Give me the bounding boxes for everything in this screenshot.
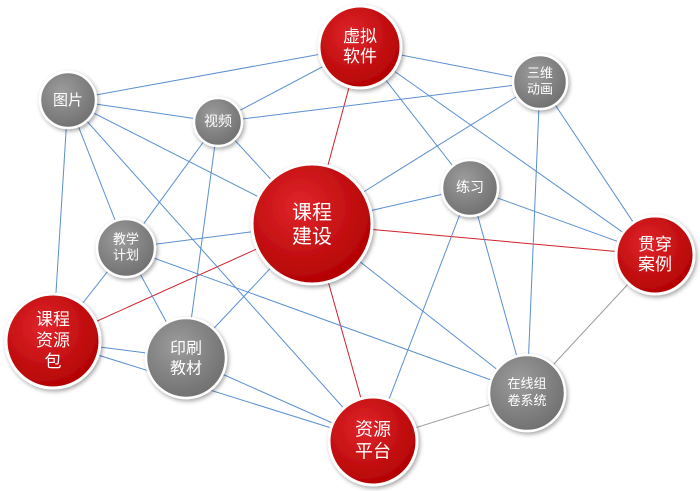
node-course-resource-package-circle: [4, 292, 102, 390]
node-teaching-plan-circle: [95, 217, 157, 279]
node-3d-animation-label: 三维: [527, 67, 553, 82]
edge-image-virtual: [67, 46, 361, 101]
node-course-construction-circle: [250, 162, 374, 286]
node-printed-textbook-label: 教材: [170, 359, 202, 378]
node-course-construction-label: 课程: [292, 200, 332, 224]
edge-virtual-cases: [359, 46, 656, 256]
node-exercise-circle: [440, 158, 500, 218]
node-online-exam-system-label: 在线组: [507, 377, 546, 392]
node-video-label: 视频: [204, 114, 232, 130]
node-course-resource-package-label: 包: [45, 352, 62, 372]
node-3d-animation-circle: [511, 53, 569, 111]
edge-package-platform: [52, 340, 374, 442]
node-video: 视频: [192, 96, 244, 148]
node-resource-platform-circle: [327, 395, 419, 487]
node-image: 图片: [38, 70, 98, 130]
node-through-cases-label: 案例: [638, 255, 672, 275]
node-virtual-software-circle: [317, 4, 403, 90]
node-teaching-plan-label: 教学: [113, 232, 139, 248]
node-video-circle: [192, 96, 244, 148]
node-through-cases-circle: [614, 214, 696, 296]
node-image-circle: [38, 70, 98, 130]
node-printed-textbook-label: 印刷: [170, 339, 202, 358]
node-exercise: 练习: [440, 158, 500, 218]
node-online-exam-system-circle: [487, 353, 567, 433]
node-3d-animation-label: 动画: [527, 83, 553, 98]
node-course-construction-label: 建设: [292, 224, 332, 248]
node-course-resource-package-label: 资源: [36, 331, 70, 351]
edge-plan-exam: [125, 247, 528, 394]
concept-nodes: 课程建设虚拟软件贯穿案例资源平台课程资源包图片视频三维动画练习教学计划印刷教材在…: [4, 4, 696, 487]
node-online-exam-system-label: 卷系统: [507, 393, 546, 409]
node-resource-platform-label: 资源: [355, 420, 391, 441]
node-through-cases-label: 贯穿: [638, 235, 672, 255]
node-course-resource-package-label: 课程: [36, 310, 70, 330]
edge-video-anim3d: [217, 81, 541, 123]
edge-image-platform: [67, 99, 374, 442]
node-image-label: 图片: [53, 91, 83, 109]
node-virtual-software-label: 软件: [343, 47, 377, 67]
node-teaching-plan-label: 计划: [113, 249, 139, 264]
node-resource-platform-label: 平台: [355, 442, 391, 463]
edge-anim3d-exam: [526, 81, 541, 394]
node-exercise-label: 练习: [456, 180, 484, 196]
node-virtual-software-label: 虚拟: [343, 27, 377, 47]
node-printed-textbook-circle: [144, 316, 228, 400]
